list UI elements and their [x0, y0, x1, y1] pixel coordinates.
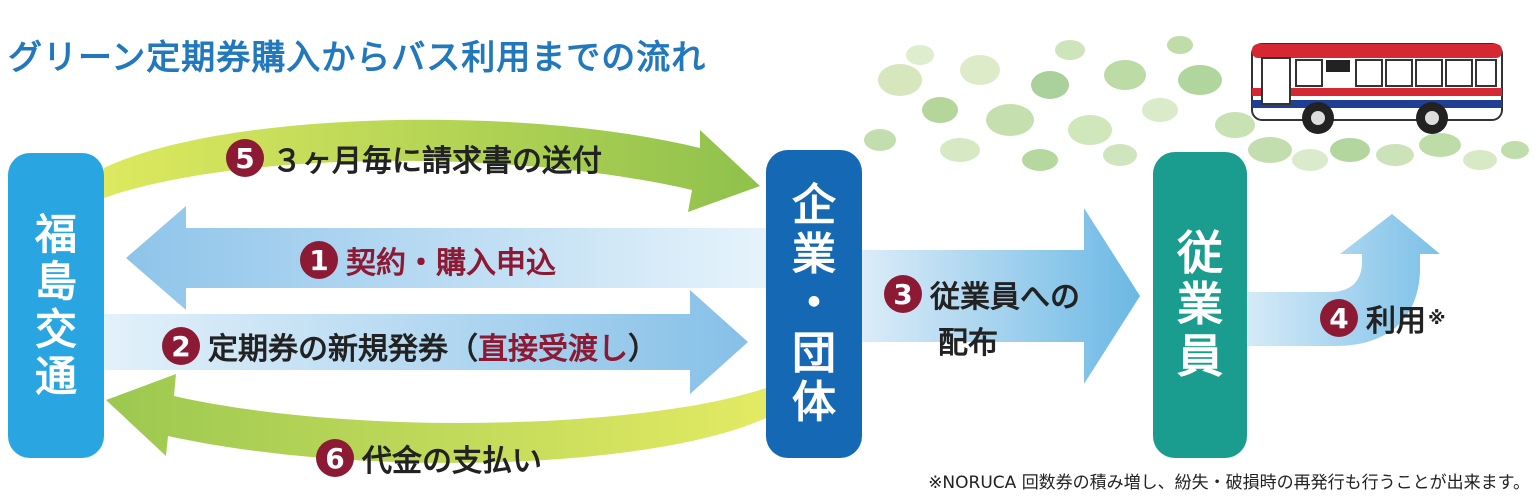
box-char: ・ [792, 278, 836, 330]
footnote: ※NORUCA 回数券の積み増し、紛失・破損時の再発行も行うことが出来ます。 [928, 473, 1530, 493]
step5-label: 5 ３ヶ月毎に請求書の送付 [226, 136, 602, 180]
arrow-step5 [104, 119, 760, 212]
step2-highlight: 直接受渡し [478, 332, 628, 367]
page-title: グリーン定期券購入からバス利用までの流れ [8, 38, 707, 78]
box-char: 通 [34, 351, 77, 401]
step2-label: 2 定期券の新規発券（ 直接受渡し ） [162, 324, 658, 368]
box-char: 交 [34, 304, 77, 354]
step1-label: 1 契約・購入申込 [300, 238, 556, 282]
step3-text-line1: 従業員への [930, 280, 1080, 315]
step2-text: 定期券の新規発券（ [208, 332, 478, 367]
step5-text: ３ヶ月毎に請求書の送付 [272, 144, 602, 179]
arrow-step4 [1247, 214, 1440, 346]
box-char: 島 [34, 257, 77, 307]
box-char: 福 [34, 210, 77, 260]
arrow-step2 [104, 290, 748, 394]
fukushima-kotsu-box: 福 島 交 通 [8, 153, 104, 458]
bus-illustration [1251, 43, 1503, 134]
step-number-badge: 1 [300, 241, 338, 279]
step-number-badge: 5 [226, 139, 264, 177]
step3-text-line2: 配布 [938, 326, 998, 361]
employee-box: 従 業 員 [1153, 152, 1247, 458]
company-organization-box: 企 業 ・ 団 体 [766, 150, 862, 458]
step-number-badge: 2 [162, 327, 200, 365]
note-mark: ※ [1428, 307, 1446, 329]
step6-text: 代金の支払い [362, 444, 542, 479]
step4-text: 利用 [1366, 304, 1426, 339]
arrow-step1 [126, 206, 766, 310]
step1-text: 契約・購入申込 [346, 246, 556, 281]
box-char: 業 [1177, 277, 1223, 332]
arrow-step3 [862, 208, 1140, 384]
box-char: 員 [1177, 328, 1223, 383]
step-number-badge: 3 [884, 275, 922, 313]
box-char: 企 [792, 179, 836, 231]
step-number-badge: 4 [1320, 299, 1358, 337]
step-number-badge: 6 [316, 439, 354, 477]
box-char: 体 [792, 376, 836, 428]
step4-label: 4 利用 ※ [1320, 296, 1446, 340]
arrow-step6 [106, 374, 766, 463]
box-char: 業 [792, 229, 836, 281]
step2-close: ） [628, 332, 658, 367]
step3-label: 3 従業員への 配布 [884, 272, 1080, 362]
box-char: 団 [792, 327, 836, 379]
step6-label: 6 代金の支払い [316, 436, 542, 480]
foliage-decoration [864, 36, 1529, 171]
box-char: 従 [1177, 225, 1223, 280]
